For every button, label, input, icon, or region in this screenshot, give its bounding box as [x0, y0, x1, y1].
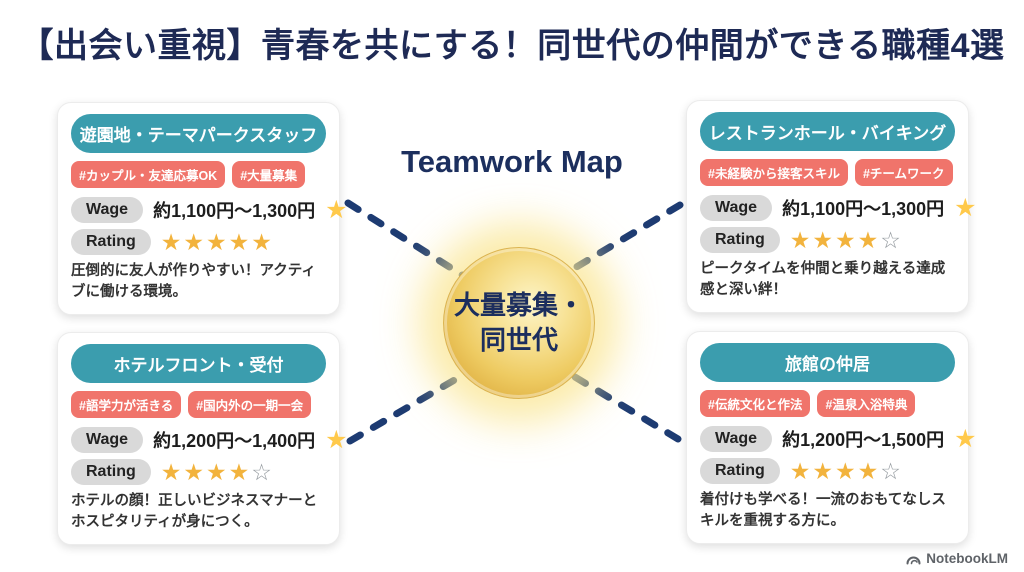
star-filled-icon: ★ — [251, 228, 272, 255]
center-node: 大量募集・ 同世代 — [443, 247, 595, 399]
star-rating: ★★★★★ — [160, 228, 272, 255]
wage-star-icon: ★ — [325, 195, 348, 224]
wage-label: Wage — [71, 197, 144, 223]
notebooklm-branding: NotebookLM — [906, 551, 1008, 566]
star-filled-icon: ★ — [789, 226, 811, 253]
star-filled-icon: ★ — [206, 458, 227, 485]
star-filled-icon: ★ — [183, 458, 205, 485]
star-rating: ★★★★☆ — [789, 226, 901, 253]
star-filled-icon: ★ — [857, 457, 879, 484]
star-filled-icon: ★ — [812, 457, 834, 484]
job-description: 着付けも学べる！一流のおもてなしスキルを重視する方に。 — [700, 492, 946, 530]
connector-top-left — [344, 199, 482, 289]
rating-label: Rating — [700, 227, 780, 253]
job-title-badge: 旅館の仲居 — [700, 343, 955, 382]
star-filled-icon: ★ — [160, 458, 182, 485]
star-filled-icon: ★ — [835, 457, 856, 484]
wage-row: Wage 約1,100円〜1,300円 ★ — [700, 195, 977, 221]
hashtag-badge: #チームワーク — [854, 159, 953, 186]
star-filled-icon: ★ — [228, 458, 250, 485]
wage-label: Wage — [700, 195, 773, 221]
hashtag-badge: #カップル・友達応募OK — [71, 161, 226, 188]
connector-bottom-right — [556, 364, 682, 443]
star-filled-icon: ★ — [789, 457, 811, 484]
rating-label: Rating — [71, 459, 151, 485]
job-card-ryokan-nakai: 旅館の仲居 #伝統文化と作法 #温泉入浴特典 Wage 約1,200円〜1,50… — [686, 331, 977, 545]
star-rating: ★★★★☆ — [789, 457, 901, 484]
hashtag-badge: #大量募集 — [232, 161, 306, 188]
tag-row: #語学力が活きる #国内外の一期一会 — [71, 391, 326, 418]
star-outline-icon: ☆ — [880, 226, 901, 253]
wage-value: 約1,200円〜1,500円 — [782, 430, 945, 450]
tag-row: #伝統文化と作法 #温泉入浴特典 — [700, 390, 955, 417]
hashtag-badge: #温泉入浴特典 — [817, 390, 916, 417]
center-line-1: 大量募集・ — [453, 289, 584, 320]
center-line-2: 同世代 — [479, 325, 558, 355]
wage-row: Wage 約1,200円〜1,500円 ★ — [700, 426, 977, 452]
star-rating: ★★★★☆ — [160, 458, 272, 485]
wage-label: Wage — [71, 427, 144, 453]
page-title: 【出会い重視】青春を共にする！同世代の仲間ができる職種4選 — [19, 27, 1005, 65]
wage-row: Wage 約1,100円〜1,300円 ★ — [71, 197, 348, 223]
star-filled-icon: ★ — [183, 228, 205, 255]
notebooklm-brand-text: NotebookLM — [926, 551, 1008, 566]
star-filled-icon: ★ — [857, 226, 879, 253]
star-filled-icon: ★ — [206, 228, 227, 255]
star-filled-icon: ★ — [835, 226, 856, 253]
wage-value: 約1,100円〜1,300円 — [782, 199, 945, 219]
tag-row: #カップル・友達応募OK #大量募集 — [71, 161, 326, 188]
job-title-badge: レストランホール・バイキング — [700, 112, 955, 151]
rating-label: Rating — [71, 229, 151, 255]
rating-row: Rating ★★★★☆ — [700, 227, 955, 253]
hashtag-badge: #語学力が活きる — [71, 391, 182, 418]
map-title: Teamwork Map — [401, 144, 623, 179]
job-card-amusement-park: 遊園地・テーマパークスタッフ #カップル・友達応募OK #大量募集 Wage 約… — [57, 102, 348, 316]
job-title-badge: 遊園地・テーマパークスタッフ — [71, 114, 326, 153]
star-outline-icon: ☆ — [880, 457, 901, 484]
wage-value: 約1,200円〜1,400円 — [153, 431, 316, 451]
wage-row: Wage 約1,200円〜1,400円 ★ — [71, 427, 348, 453]
job-description: 圧倒的に友人が作りやすい！アクティブに働ける環境。 — [71, 263, 316, 301]
wage-star-icon: ★ — [954, 424, 977, 453]
connector-bottom-left — [346, 364, 479, 445]
wage-star-icon: ★ — [325, 425, 348, 454]
rating-label: Rating — [700, 458, 780, 484]
job-title-badge: ホテルフロント・受付 — [71, 344, 326, 383]
star-filled-icon: ★ — [812, 226, 834, 253]
tag-row: #未経験から接客スキル #チームワーク — [700, 159, 955, 186]
star-outline-icon: ☆ — [251, 458, 272, 485]
notebooklm-logo-icon — [906, 556, 921, 564]
job-description: ピークタイムを仲間と乗り越える達成感と深い絆！ — [700, 261, 946, 299]
connector-top-right — [554, 201, 684, 282]
wage-value: 約1,100円〜1,300円 — [153, 201, 316, 221]
hashtag-badge: #未経験から接客スキル — [700, 159, 848, 186]
rating-row: Rating ★★★★★ — [71, 229, 326, 255]
star-filled-icon: ★ — [228, 228, 250, 255]
hashtag-badge: #伝統文化と作法 — [700, 390, 811, 417]
hashtag-badge: #国内外の一期一会 — [188, 391, 312, 418]
wage-label: Wage — [700, 426, 773, 452]
job-card-restaurant-hall: レストランホール・バイキング #未経験から接客スキル #チームワーク Wage … — [686, 100, 977, 314]
star-filled-icon: ★ — [160, 228, 182, 255]
job-description: ホテルの顔！正しいビジネスマナーとホスピタリティが身につく。 — [71, 493, 318, 531]
job-card-hotel-front: ホテルフロント・受付 #語学力が活きる #国内外の一期一会 Wage 約1,20… — [57, 332, 348, 546]
wage-star-icon: ★ — [954, 193, 977, 222]
rating-row: Rating ★★★★☆ — [700, 458, 955, 484]
center-node-label: 大量募集・ 同世代 — [454, 288, 584, 358]
rating-row: Rating ★★★★☆ — [71, 459, 326, 485]
